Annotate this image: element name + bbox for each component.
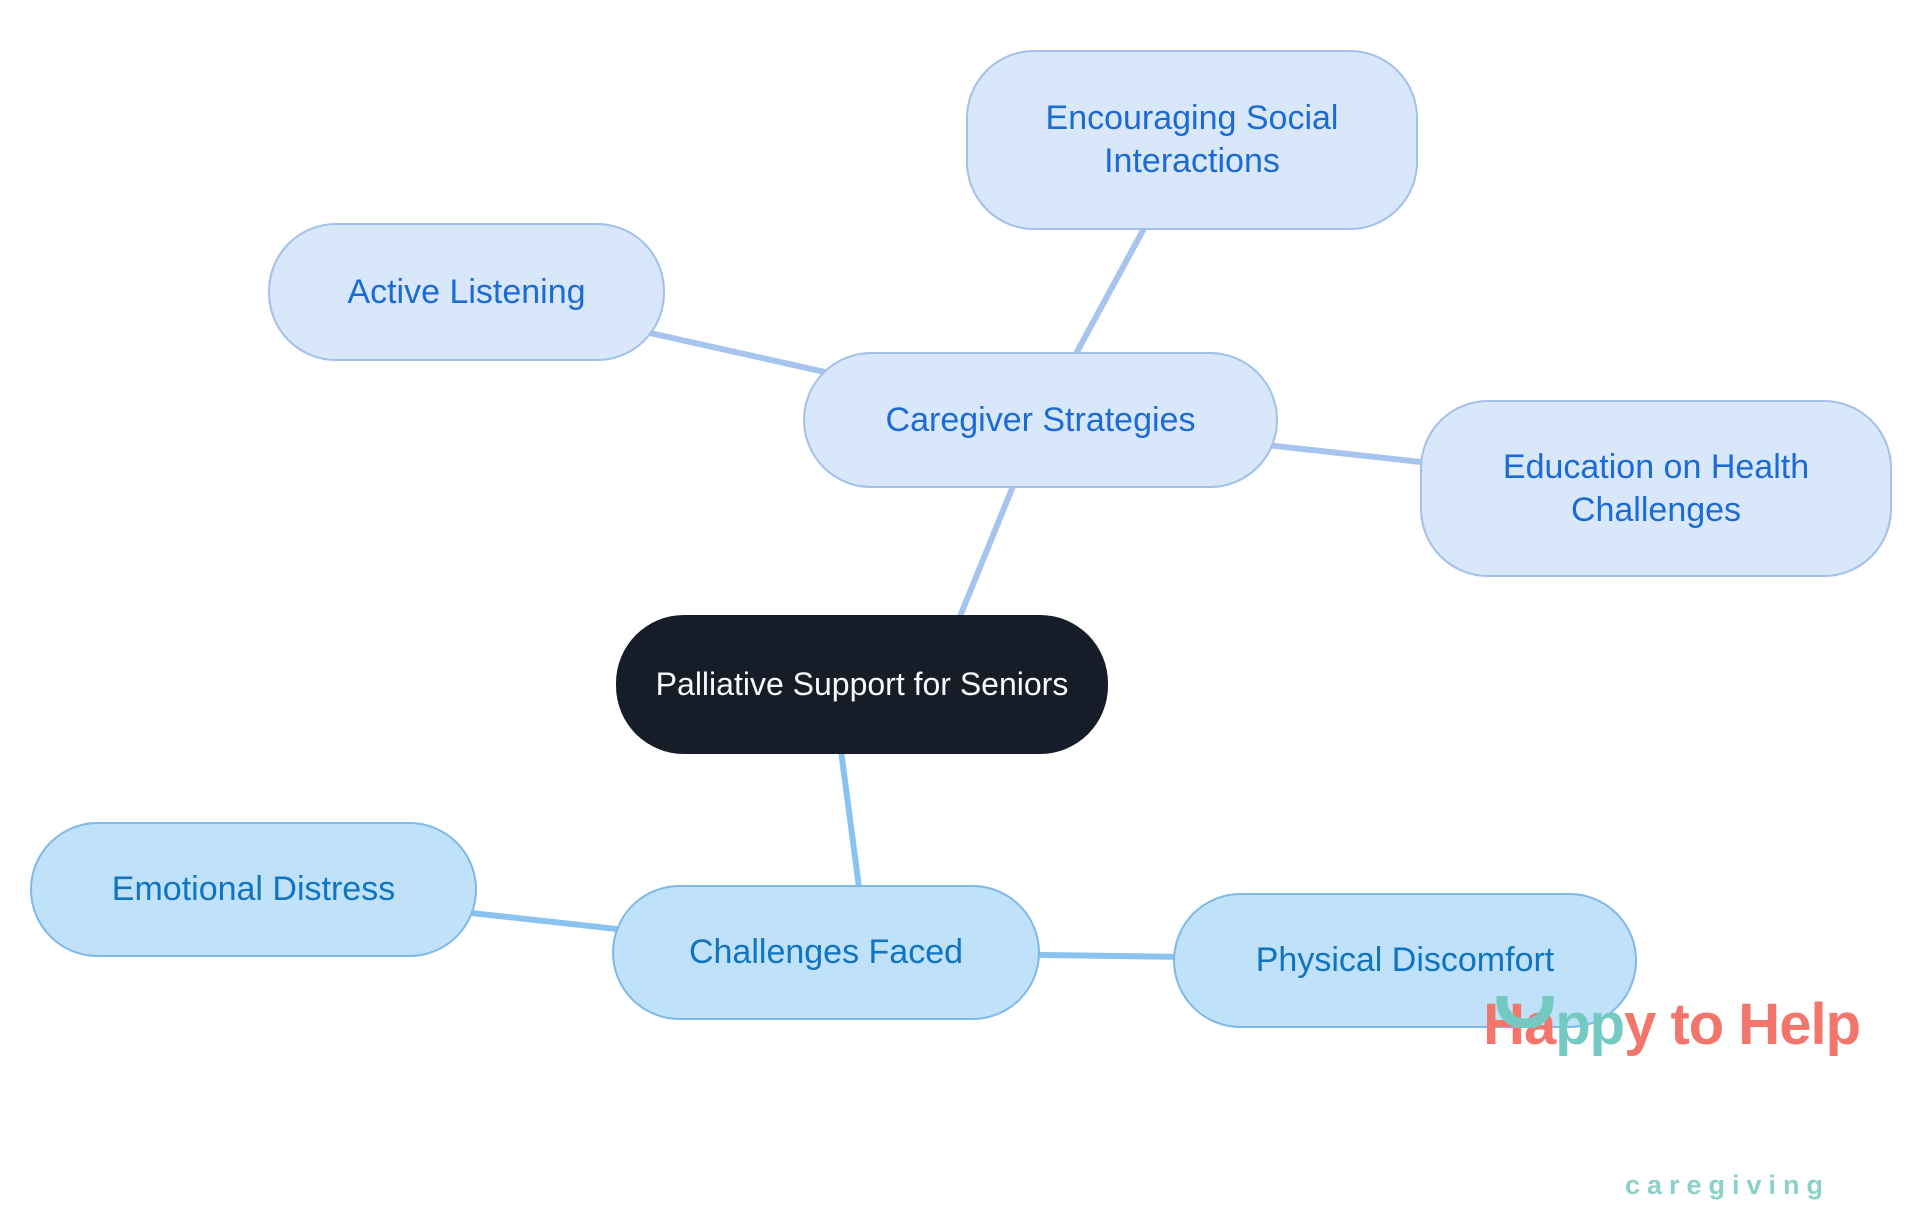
node-challenges-faced: Challenges Faced [612, 885, 1040, 1020]
smile-icon [1496, 996, 1554, 1028]
node-label: Education on Health Challenges [1502, 447, 1810, 529]
node-palliative-support-for-seniors: Palliative Support for Seniors [616, 615, 1108, 754]
node-label: Palliative Support for Seniors [655, 666, 1069, 703]
node-label: Physical Discomfort [1255, 941, 1555, 980]
node-label: Encouraging Social Interactions [1045, 99, 1339, 180]
happy-to-help-logo: Happy to Help caregiving [1392, 938, 1861, 1200]
logo-text-pp: pp [1555, 992, 1625, 1057]
node-encouraging-social-interactions: Encouraging Social Interactions [966, 50, 1418, 230]
node-physical-discomfort: Physical Discomfort [1173, 893, 1637, 1028]
node-education-on-health-challenges: Education on Health Challenges [1420, 400, 1892, 577]
node-label: Emotional Distress [111, 870, 396, 909]
logo-subtitle: caregiving [1624, 1170, 1830, 1200]
node-label: Caregiver Strategies [885, 400, 1196, 439]
node-label: Challenges Faced [688, 933, 964, 972]
node-caregiver-strategies: Caregiver Strategies [803, 352, 1278, 488]
logo-wordmark: Happy to Help [1392, 938, 1861, 1170]
node-emotional-distress: Emotional Distress [30, 822, 477, 957]
node-active-listening: Active Listening [268, 223, 665, 361]
node-label: Active Listening [347, 272, 586, 311]
logo-text-y-to-help: y to Help [1624, 992, 1861, 1057]
